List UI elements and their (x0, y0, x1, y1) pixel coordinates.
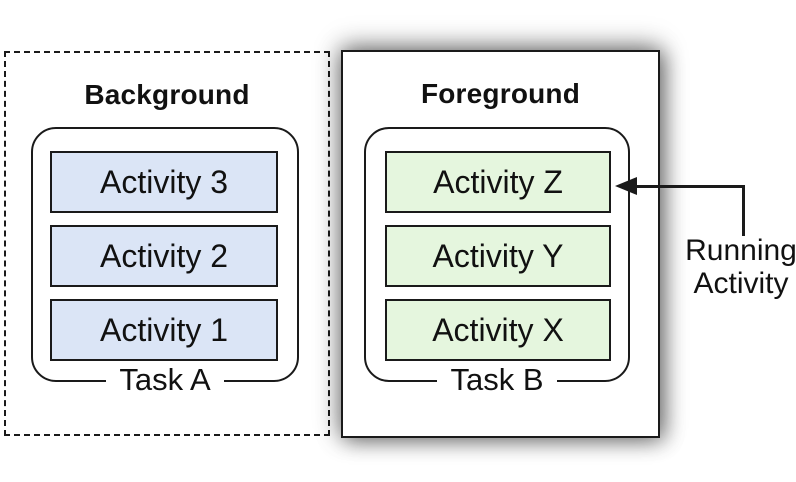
arrow-head-icon (615, 177, 637, 195)
activity-box-3: Activity 3 (50, 151, 278, 213)
activity-box-z: Activity Z (385, 151, 611, 213)
background-panel-title: Background (84, 79, 250, 110)
task-b-container: Activity Z Activity Y Activity X Task B (364, 127, 630, 397)
task-a-container: Activity 3 Activity 2 Activity 1 Task A (31, 127, 299, 397)
arrow-horizontal-line (632, 184, 744, 188)
task-a-label: Task A (33, 362, 297, 397)
task-a-label-text: Task A (106, 362, 224, 397)
running-activity-label-line2: Activity (693, 267, 789, 300)
foreground-panel-title: Foreground (420, 78, 581, 109)
running-activity-label-line1: Running (685, 234, 796, 267)
task-b-label: Task B (366, 362, 628, 397)
foreground-panel: Foreground Activity Z Activity Y Activit… (341, 50, 660, 438)
background-panel: Background Activity 3 Activity 2 Activit… (4, 51, 330, 436)
running-activity-label: Running Activity (680, 234, 796, 300)
task-b-label-text: Task B (437, 362, 557, 397)
activity-box-1: Activity 1 (50, 299, 278, 361)
activity-box-y: Activity Y (385, 225, 611, 287)
activity-box-x: Activity X (385, 299, 611, 361)
arrow-vertical-line (741, 184, 745, 236)
activity-box-2: Activity 2 (50, 225, 278, 287)
